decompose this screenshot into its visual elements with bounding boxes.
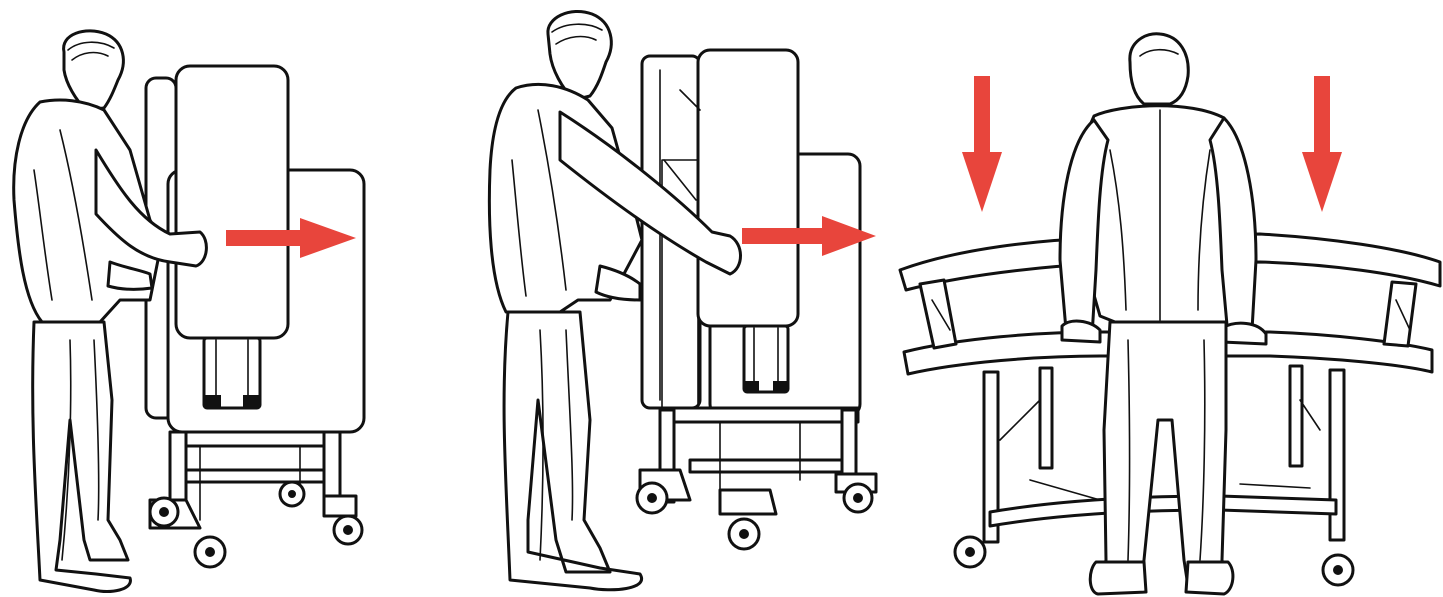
cart-frame [640, 408, 876, 514]
upper-tabletop [176, 66, 288, 338]
step-2-panel [489, 11, 876, 589]
down-arrow [962, 76, 1002, 212]
upper-tabletop [698, 50, 798, 326]
down-arrow [1302, 76, 1342, 212]
cart-frame [150, 432, 356, 528]
step-1-panel [14, 31, 364, 592]
step-3-panel [900, 34, 1440, 594]
hinge-bracket [744, 326, 788, 392]
hinge-bracket [204, 338, 260, 408]
